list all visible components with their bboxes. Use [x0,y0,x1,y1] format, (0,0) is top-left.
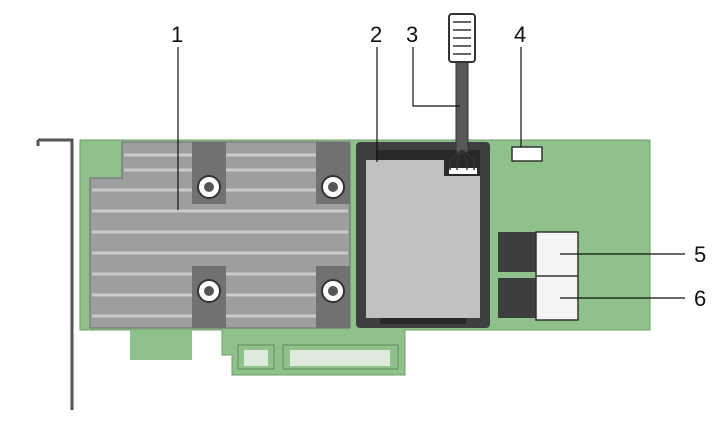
callout-1: 1 [171,22,183,47]
leader-lines [177,47,685,299]
callout-3: 3 [406,22,418,47]
onboard-connector [511,146,543,162]
callout-6: 6 [694,286,706,311]
screw-icon [197,175,345,303]
heatsink-mount-blocks [192,142,350,328]
sas-connectors [498,231,579,321]
pcie-edge-connector [237,344,399,370]
callout-4: 4 [514,22,526,47]
heatsink [89,141,351,329]
callout-5: 5 [694,242,706,267]
battery-cable [448,13,476,170]
callout-labels: 1 2 3 4 5 6 [171,22,706,311]
battery-pack [356,142,490,328]
pci-bracket [36,138,74,410]
callout-2: 2 [370,22,382,47]
board-notch [130,330,192,360]
heatsink-fins [92,153,348,318]
